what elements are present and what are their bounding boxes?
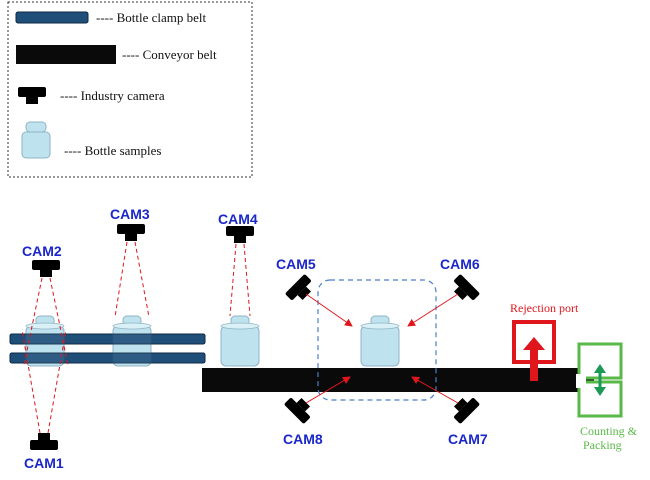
counting-packing-label-line1: Counting & — [580, 424, 638, 438]
camera-2-view-lines — [23, 277, 69, 366]
legend-camera-icon — [18, 87, 46, 104]
camera-1-view-lines — [21, 329, 67, 434]
legend-clamp-belt-swatch — [15, 11, 89, 24]
camera-7-label: CAM7 — [448, 431, 488, 447]
camera-3-label: CAM3 — [110, 206, 150, 222]
camera-6-label: CAM6 — [440, 256, 480, 272]
camera-5-label: CAM5 — [276, 256, 316, 272]
camera-8-icon — [284, 397, 311, 424]
legend-conveyor-label: ---- Conveyor belt — [122, 47, 217, 62]
camera-6-view-arrow — [407, 293, 459, 327]
inspection-region — [317, 279, 437, 401]
legend-bottle-icon — [21, 121, 51, 159]
camera-8-view-arrow — [305, 376, 351, 404]
camera-3-view-lines — [114, 241, 150, 318]
legend-clamp-belt-label: ---- Bottle clamp belt — [96, 10, 206, 25]
camera-3-icon — [117, 224, 145, 241]
camera-5-icon — [285, 274, 312, 301]
camera-7-icon — [453, 397, 480, 424]
camera-7-view-arrow — [411, 376, 459, 404]
conveyor-belt — [202, 368, 594, 392]
legend-bottle-label: ---- Bottle samples — [64, 143, 161, 158]
bottle-sample-4 — [360, 315, 400, 367]
camera-2-label: CAM2 — [22, 243, 62, 259]
camera-2-icon — [32, 260, 60, 277]
bottle-sample-3 — [220, 315, 260, 367]
camera-4-view-lines — [229, 243, 251, 317]
camera-5-view-arrow — [305, 293, 353, 327]
camera-1-label: CAM1 — [24, 455, 64, 471]
counting-packing-station — [576, 342, 623, 418]
camera-4-icon — [226, 226, 254, 243]
camera-1-icon — [30, 433, 58, 450]
legend-camera-label: ---- Industry camera — [60, 88, 165, 103]
camera-8-label: CAM8 — [283, 431, 323, 447]
camera-4-label: CAM4 — [218, 211, 258, 227]
legend: ---- Bottle clamp belt ---- Conveyor bel… — [7, 1, 253, 178]
camera-6-icon — [453, 274, 480, 301]
counting-packing-label-line2: Packing — [583, 438, 622, 452]
rejection-port-label: Rejection port — [510, 301, 579, 315]
legend-conveyor-swatch — [16, 45, 116, 64]
rejection-arrow-icon — [523, 337, 545, 381]
